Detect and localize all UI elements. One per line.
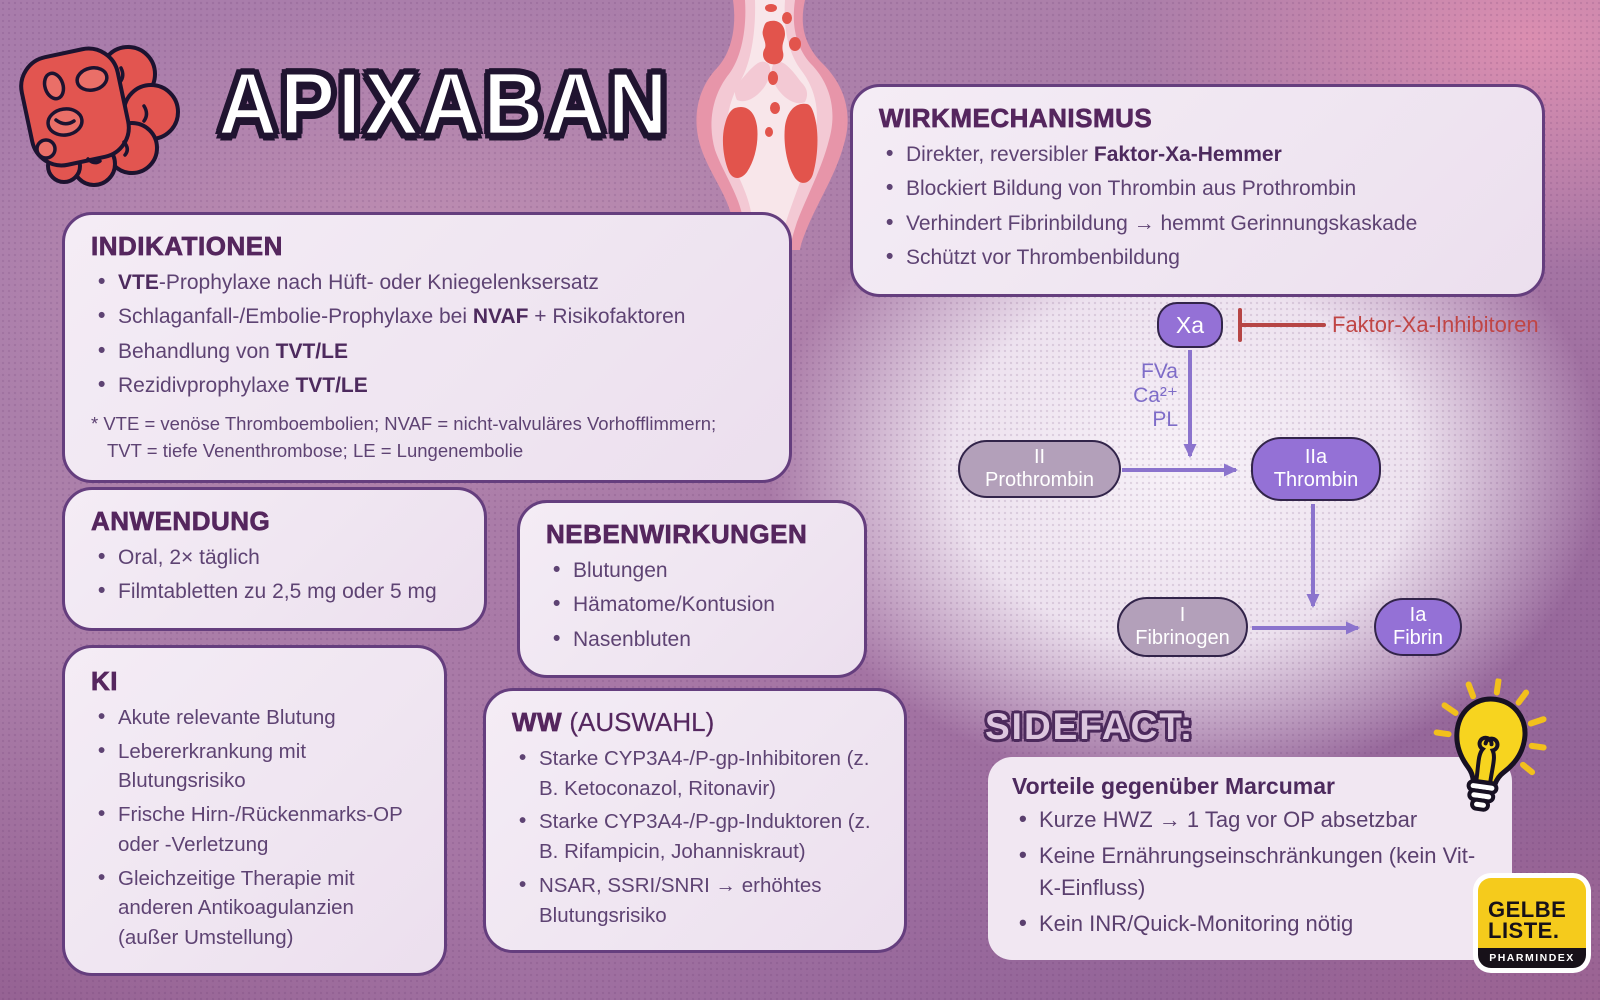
bullet-item: Rezidivprophylaxe TVT/LE — [91, 370, 763, 401]
bullet-item: Lebererkrankung mit Blutungsrisiko — [91, 736, 418, 796]
card-nebenwirkungen: NEBENWIRKUNGEN BlutungenHämatome/Kontusi… — [517, 500, 867, 679]
bullet-item: Gleichzeitige Therapie mit anderen Antik… — [91, 863, 418, 953]
card-kontraindikationen: KI Akute relevante BlutungLebererkrankun… — [62, 645, 447, 976]
bullet-item: Keine Ernährungseinschränkungen (kein Vi… — [1012, 839, 1488, 904]
inhibition-tbar — [1238, 308, 1326, 342]
bullet-item: Verhindert Fibrinbildung → hemmt Gerinnu… — [879, 208, 1516, 239]
card-wechselwirkungen: WW (AUSWAHL) Starke CYP3A4-/P-gp-Inhibit… — [483, 688, 907, 954]
bullet-item: Behandlung von TVT/LE — [91, 336, 763, 367]
bullet-item: Akute relevante Blutung — [91, 702, 418, 733]
cofactor-fva: FVa — [1141, 360, 1178, 383]
cofactor-labels: FVa Ca²⁺ PL — [1068, 360, 1178, 432]
logo-wordmark: GELBE LISTE. — [1478, 878, 1586, 948]
sidefact-heading: SIDEFACT: — [985, 706, 1195, 747]
ww-list: Starke CYP3A4-/P-gp-Inhibitoren (z. B. K… — [512, 743, 878, 930]
page-title: APIXABAN — [217, 54, 671, 155]
ww-heading: WW (AUSWAHL) — [512, 707, 878, 738]
footnote-line-1: * VTE = venöse Thromboembolien; NVAF = n… — [91, 412, 717, 434]
bullet-item: Starke CYP3A4-/P-gp-Induktoren (z. B. Ri… — [512, 806, 878, 866]
bullet-item: NSAR, SSRI/SNRI → erhöhtes Blutungsrisik… — [512, 870, 878, 930]
sidefact-subheading: Vorteile gegenüber Marcumar — [1012, 773, 1335, 799]
logo-line-2: LISTE. — [1488, 917, 1560, 943]
node-fibrinogen-numeral: I — [1179, 604, 1186, 626]
bullet-item: Hämatome/Kontusion — [546, 589, 838, 620]
lightbulb-icon — [1433, 677, 1547, 812]
ki-list: Akute relevante BlutungLebererkrankung m… — [91, 702, 418, 953]
node-fibrinogen-label: Fibrinogen — [1135, 627, 1230, 649]
bullet-item: Direkter, reversibler Faktor-Xa-Hemmer — [879, 139, 1516, 170]
bullet-item: Filmtabletten zu 2,5 mg oder 5 mg — [91, 576, 458, 607]
bullet-item: Oral, 2× täglich — [91, 542, 458, 573]
bullet-item: Schlaganfall-/Embolie-Prophylaxe bei NVA… — [91, 301, 763, 332]
ww-heading-suffix: (AUSWAHL) — [562, 707, 715, 737]
node-fibrin-label: Fibrin — [1392, 627, 1443, 649]
blood-vessel-illustration — [696, 0, 848, 250]
logo-line-1: GELBE — [1488, 897, 1567, 922]
node-fibrin: Ia Fibrin — [1374, 598, 1462, 656]
bullet-item: Schützt vor Thrombenbildung — [879, 242, 1516, 273]
node-prothrombin-numeral: II — [1033, 446, 1046, 468]
cofactor-pl: PL — [1152, 408, 1178, 431]
nebenwirkungen-heading: NEBENWIRKUNGEN — [546, 519, 808, 550]
indikationen-footnote: * VTE = venöse Thromboembolien; NVAF = n… — [91, 411, 763, 465]
node-factor-xa: Xa — [1157, 302, 1223, 348]
coagulation-diagram-arrows — [1122, 308, 1360, 635]
node-prothrombin: II Prothrombin — [958, 440, 1121, 498]
anwendung-list: Oral, 2× täglichFilmtabletten zu 2,5 mg … — [91, 542, 458, 608]
indikationen-heading: INDIKATIONEN — [91, 231, 283, 262]
ww-heading-main: WW — [512, 707, 563, 738]
sidefact-list: Kurze HWZ → 1 Tag vor OP absetzbarKeine … — [1012, 803, 1488, 940]
bullet-item: Blutungen — [546, 555, 838, 586]
footnote-line-2: TVT = tiefe Venenthrombose; LE = Lungene… — [107, 439, 524, 461]
logo-tagline: PHARMINDEX — [1478, 947, 1586, 968]
cofactor-calcium: Ca²⁺ — [1133, 384, 1178, 407]
bullet-item: VTE-Prophylaxe nach Hüft- oder Kniegelen… — [91, 267, 763, 298]
node-thrombin-numeral: IIa — [1304, 446, 1328, 468]
node-prothrombin-label: Prothrombin — [985, 469, 1094, 491]
bullet-item: Kein INR/Quick-Monitoring nötig — [1012, 907, 1488, 940]
card-wirkmechanismus: WIRKMECHANISMUS Direkter, reversibler Fa… — [850, 84, 1545, 297]
node-xa-label: Xa — [1175, 311, 1205, 338]
node-fibrin-numeral: Ia — [1409, 604, 1427, 626]
bullet-item: Blockiert Bildung von Thrombin aus Proth… — [879, 173, 1516, 204]
indikationen-list: VTE-Prophylaxe nach Hüft- oder Kniegelen… — [91, 267, 763, 402]
bullet-item: Nasenbluten — [546, 624, 838, 655]
node-thrombin: IIa Thrombin — [1251, 437, 1381, 501]
node-thrombin-label: Thrombin — [1273, 469, 1359, 491]
wirkmechanismus-heading: WIRKMECHANISMUS — [879, 103, 1153, 134]
factor-xa-inhibitors-label: Faktor-Xa-Inhibitoren — [1332, 312, 1539, 337]
bullet-item: Starke CYP3A4-/P-gp-Inhibitoren (z. B. K… — [512, 743, 878, 803]
card-indikationen: INDIKATIONEN VTE-Prophylaxe nach Hüft- o… — [62, 212, 792, 484]
ki-heading: KI — [91, 666, 118, 697]
wirkmechanismus-list: Direkter, reversibler Faktor-Xa-HemmerBl… — [879, 139, 1516, 274]
bullet-item: Kurze HWZ → 1 Tag vor OP absetzbar — [1012, 803, 1488, 836]
card-anwendung: ANWENDUNG Oral, 2× täglichFilmtabletten … — [62, 487, 487, 631]
blood-clot-icon — [19, 45, 180, 187]
nebenwirkungen-list: BlutungenHämatome/KontusionNasenbluten — [546, 555, 838, 655]
anwendung-heading: ANWENDUNG — [91, 506, 271, 537]
gelbe-liste-logo: GELBE LISTE. PHARMINDEX — [1473, 873, 1591, 973]
node-fibrinogen: I Fibrinogen — [1117, 597, 1248, 657]
sidefact-box: Vorteile gegenüber Marcumar Kurze HWZ → … — [988, 757, 1512, 960]
bullet-item: Frische Hirn-/Rückenmarks-OP oder -Verle… — [91, 799, 418, 859]
